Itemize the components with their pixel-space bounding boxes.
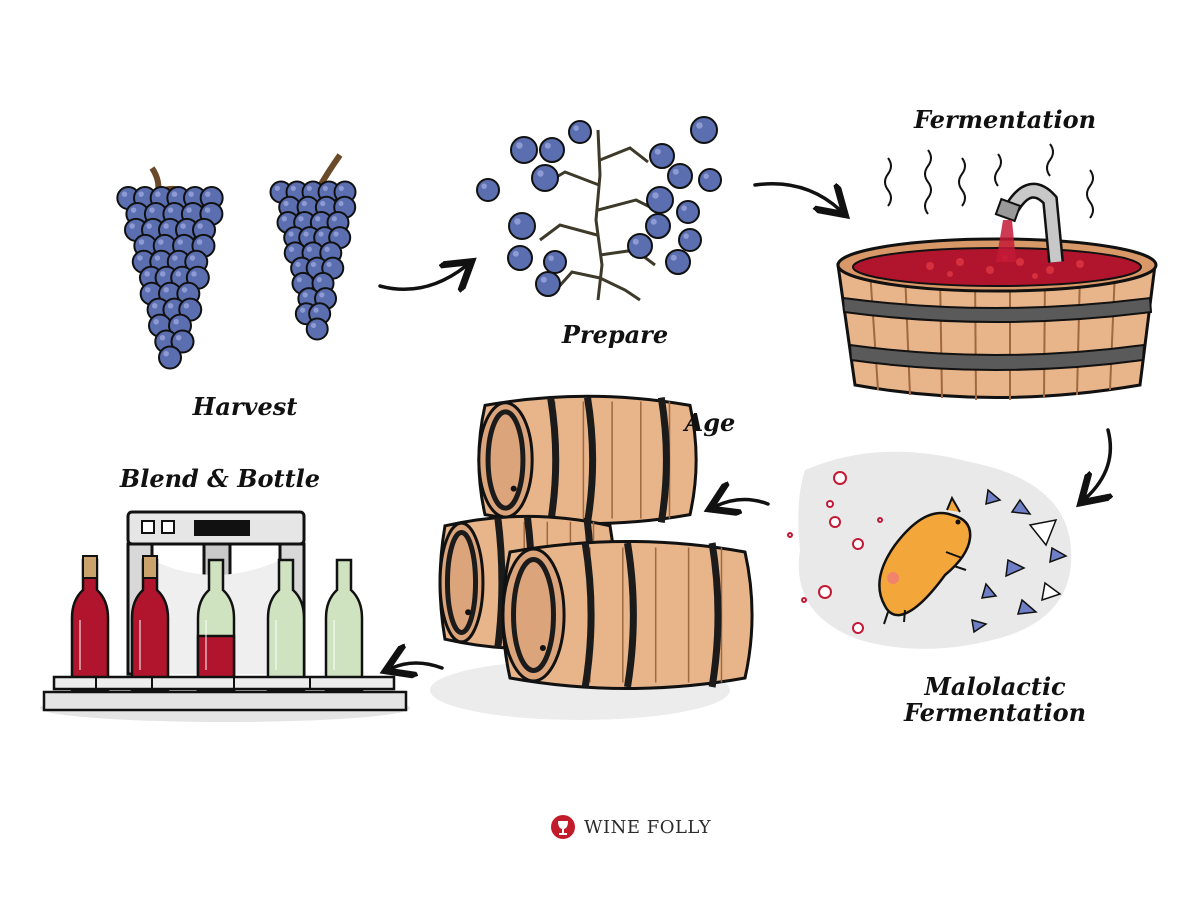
grape	[568, 120, 592, 144]
oak-barrel	[501, 540, 754, 690]
grape	[627, 233, 653, 259]
step-label-age: Age	[684, 408, 736, 437]
bubbles	[787, 471, 883, 634]
wine-bottle	[70, 555, 110, 692]
grape	[698, 168, 722, 192]
arrow-malolactic-to-age	[716, 499, 770, 506]
wine-folly-logo-icon	[551, 815, 575, 839]
bottle-rack	[42, 675, 408, 712]
oak-barrels	[430, 394, 754, 720]
grape	[535, 271, 561, 297]
flow-arrows	[378, 182, 1110, 668]
malic-acid-triangles	[971, 488, 1068, 634]
step-label-harvest: Harvest	[192, 392, 298, 421]
grape	[158, 345, 182, 370]
grape	[510, 136, 538, 164]
arrow-fermentation-to-malolactic	[1086, 428, 1110, 498]
step-label-blend-bottle: Blend & Bottle	[119, 464, 321, 493]
loose-grapes	[476, 116, 722, 297]
grape-bunch-right	[269, 153, 357, 341]
brand-name: WINE FOLLY	[584, 816, 712, 838]
arrow-prepare-to-fermentation	[753, 182, 840, 210]
malolactic-bacteria-scene	[787, 451, 1072, 649]
wine-folly-logo: WINE FOLLY	[550, 812, 740, 842]
step-label-malolactic-line2: Fermentation	[903, 698, 1087, 727]
wine-bottles	[70, 555, 364, 692]
arrow-age-to-blend	[392, 663, 444, 668]
grape-bunch-left	[116, 166, 224, 370]
step-label-prepare: Prepare	[561, 320, 669, 349]
step-label-malolactic-line1: Malolactic	[924, 672, 1066, 701]
pump-over-pipe	[994, 182, 1064, 263]
grape	[667, 163, 693, 189]
wine-bottle	[324, 558, 364, 692]
grape	[665, 249, 691, 275]
grape	[507, 245, 533, 271]
grape	[649, 143, 675, 169]
grape	[543, 250, 567, 274]
oak-barrel	[477, 394, 698, 526]
grape	[531, 164, 559, 192]
step-label-malolactic-fermentation: Malolactic Fermentation	[880, 674, 1110, 726]
grape	[676, 200, 700, 224]
grape	[646, 186, 674, 214]
grape	[645, 213, 671, 239]
step-label-fermentation: Fermentation	[913, 105, 1097, 134]
steam-lines	[884, 143, 1094, 219]
grape	[476, 178, 500, 202]
grape	[678, 228, 702, 252]
lactic-bacterium	[878, 495, 972, 625]
grape	[305, 317, 329, 341]
grape	[690, 116, 718, 144]
grape	[539, 137, 565, 163]
fermentation-vat	[836, 237, 1158, 401]
arrow-harvest-to-prepare	[378, 266, 466, 289]
grape	[508, 212, 536, 240]
